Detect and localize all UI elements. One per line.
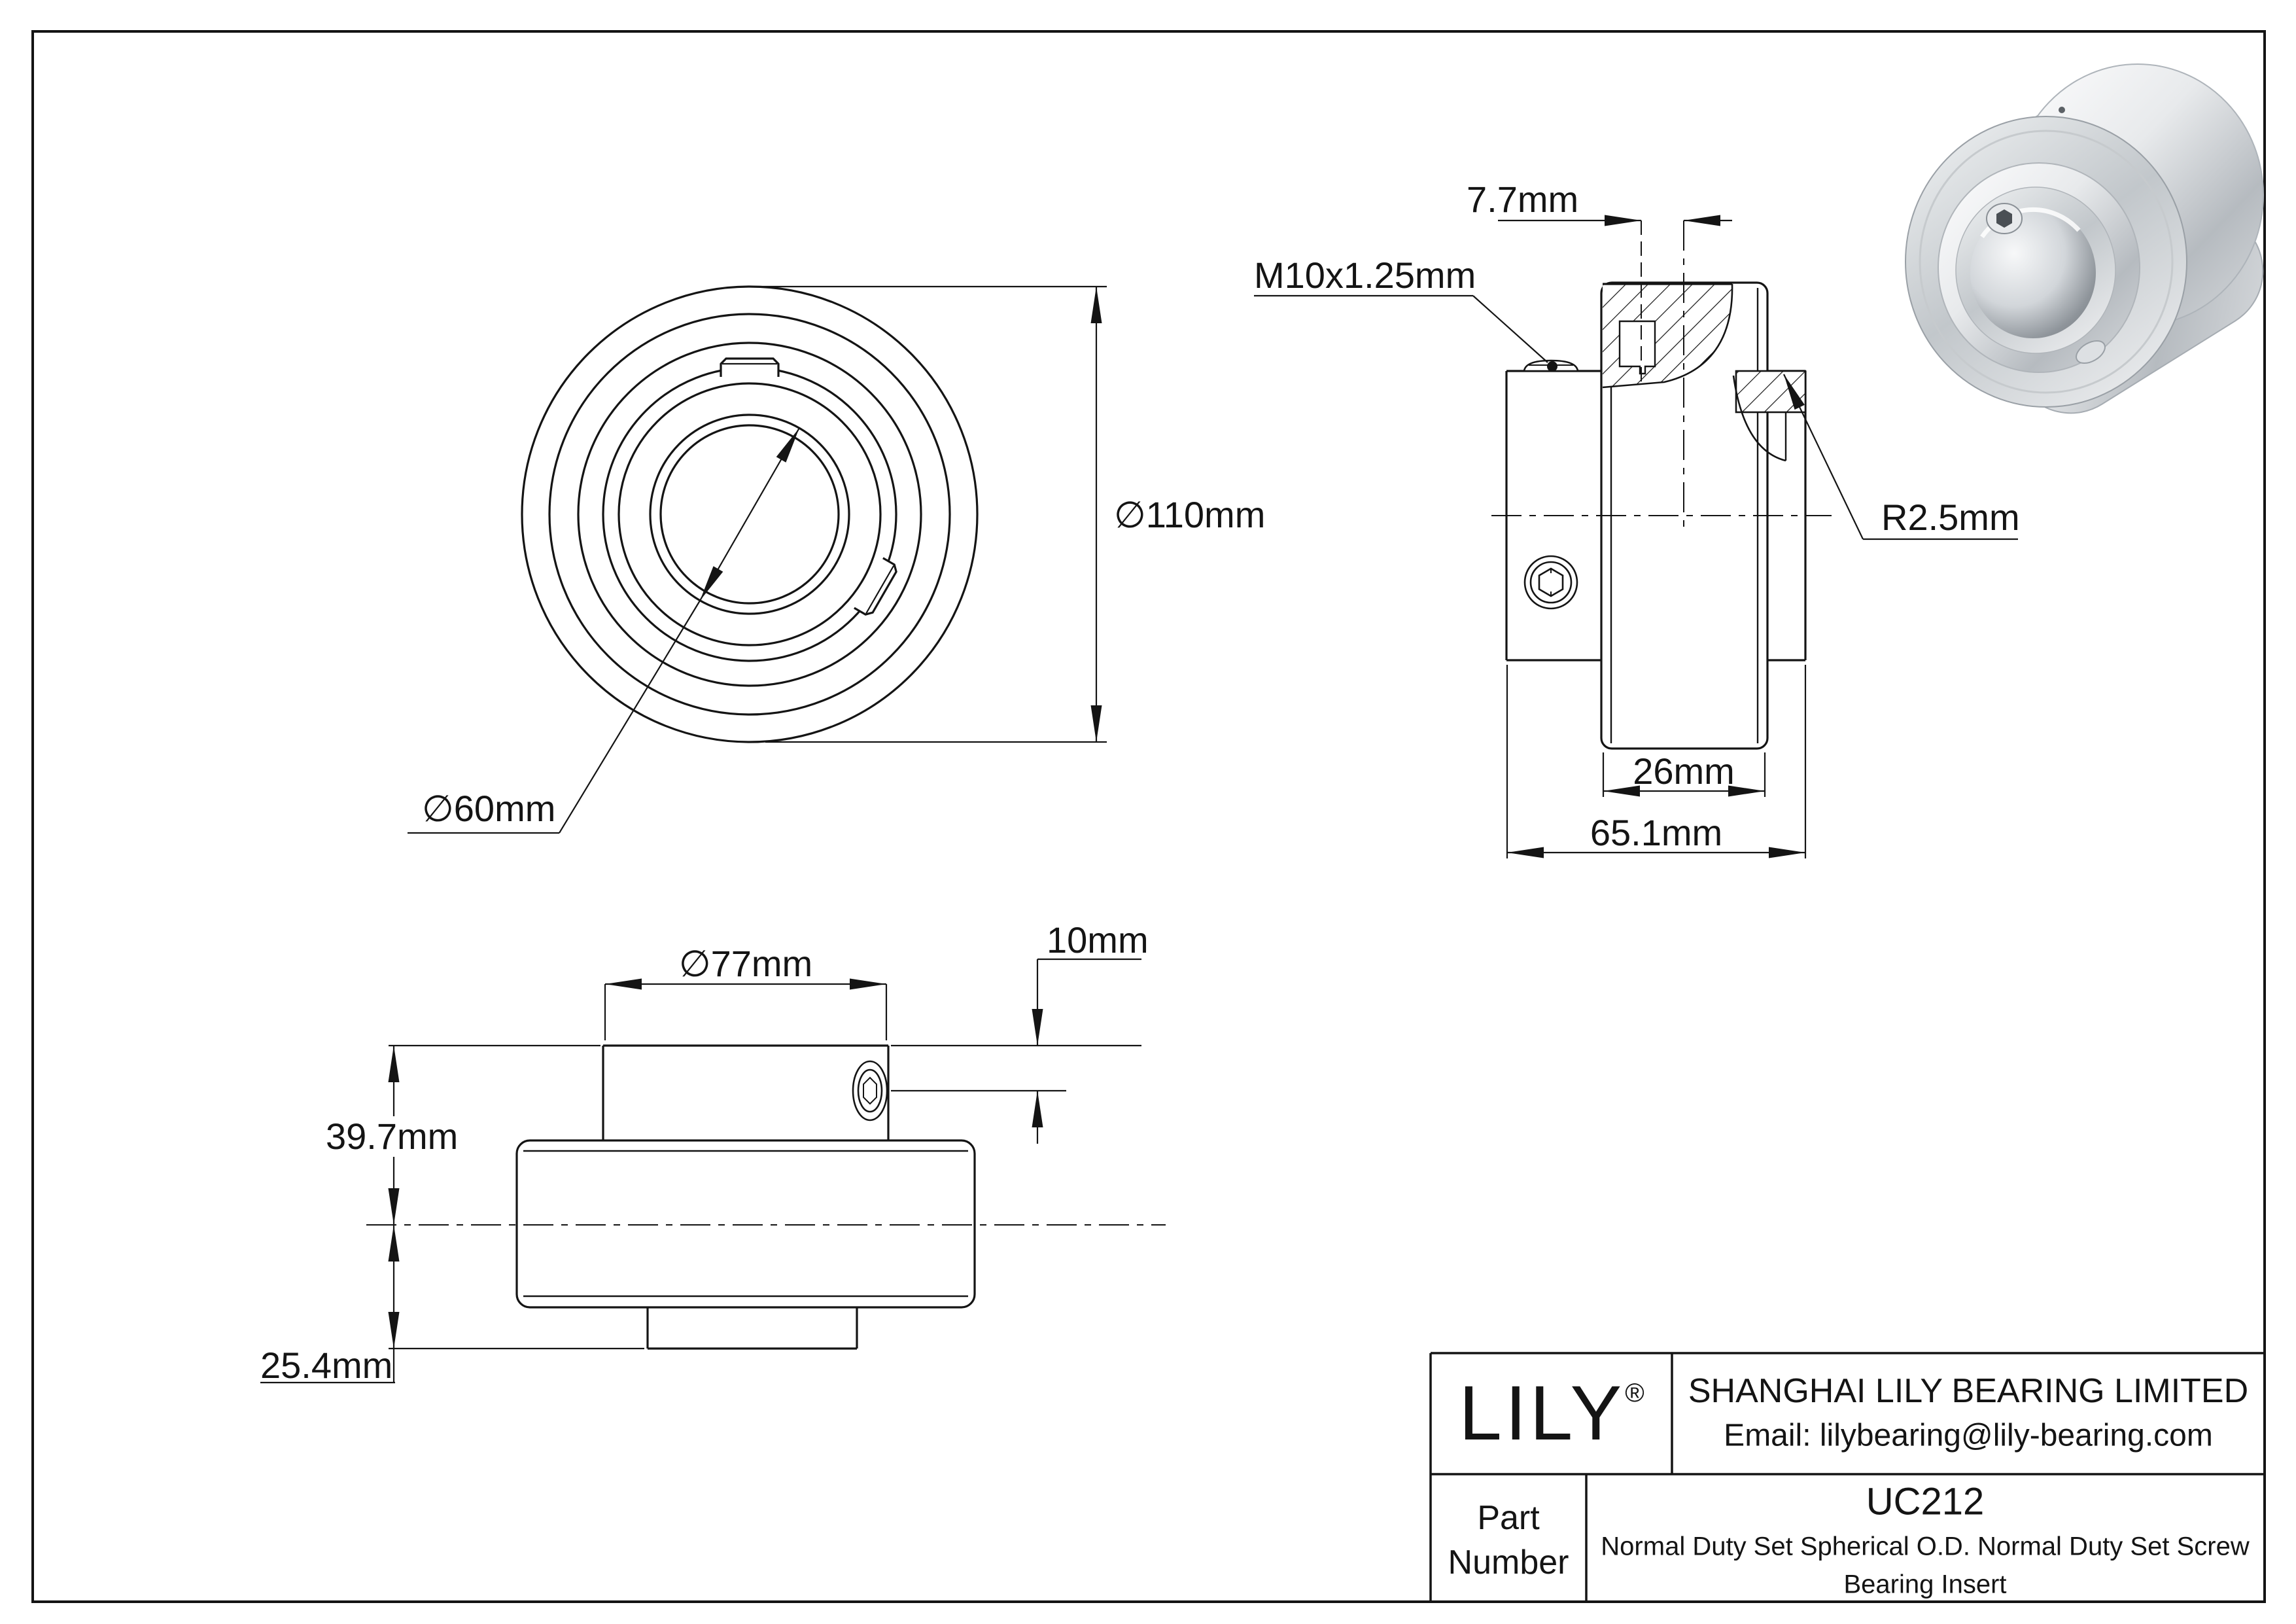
hub-upper xyxy=(602,1044,890,1140)
company-email: Email: lilybearing@lily-bearing.com xyxy=(1724,1418,2213,1453)
dim-label-60: ∅60mm xyxy=(422,788,556,829)
set-screw-top xyxy=(1523,359,1579,372)
dim-26 xyxy=(1602,752,1766,797)
bearing-3d-render xyxy=(1905,63,2264,414)
dim-label-25-4: 25.4mm xyxy=(260,1345,393,1386)
dim-label-r2-5: R2.5mm xyxy=(1881,497,2020,538)
partial-section-cutaway xyxy=(1602,283,1733,389)
part-label-line1: Part xyxy=(1477,1499,1540,1537)
dim-39-7 xyxy=(388,1044,600,1225)
front-view xyxy=(408,285,1107,834)
screw-hole-slot xyxy=(1618,320,1656,375)
dim-65-1 xyxy=(1506,665,1807,858)
part-number: UC212 xyxy=(1866,1480,1985,1523)
set-screw-boss-top xyxy=(720,357,780,377)
fillet-section xyxy=(1732,370,1807,462)
leader-r2-5 xyxy=(1783,374,2018,540)
side-view xyxy=(260,958,1166,1384)
dim-label-10: 10mm xyxy=(1047,919,1149,961)
dim-label-7-7: 7.7mm xyxy=(1467,179,1579,220)
dim-label-65-1: 65.1mm xyxy=(1590,812,1723,853)
bore xyxy=(1970,207,2096,338)
dim-25-4 xyxy=(260,1225,644,1384)
dim-label-77: ∅77mm xyxy=(678,943,813,984)
dim-label-39-7: 39.7mm xyxy=(326,1116,459,1157)
centerlines xyxy=(1491,221,1832,527)
part-description-line1: Normal Duty Set Spherical O.D. Normal Du… xyxy=(1601,1532,2250,1561)
part-label-line2: Number xyxy=(1448,1544,1569,1581)
sheet-border xyxy=(31,30,2266,1603)
company-logo: LILY® xyxy=(1459,1370,1644,1456)
dim-110 xyxy=(752,285,1107,743)
dim-label-m10: M10x1.25mm xyxy=(1254,255,1476,296)
leader-m10 xyxy=(1254,294,1548,363)
part-description-line2: Bearing Insert xyxy=(1843,1570,2007,1599)
registered-mark: ® xyxy=(1625,1379,1644,1407)
dim-10 xyxy=(891,958,1141,1144)
set-screw-boss-120 xyxy=(854,557,897,616)
dim-label-26: 26mm xyxy=(1633,750,1735,792)
set-screw-side xyxy=(852,1060,888,1121)
section-view xyxy=(1254,215,2018,858)
company-name: SHANGHAI LILY BEARING LIMITED xyxy=(1688,1372,2249,1410)
dim-77 xyxy=(604,978,888,1040)
hex-socket-3d xyxy=(1986,203,2023,234)
outer-ring-side xyxy=(515,1139,976,1309)
dim-60 xyxy=(408,427,800,834)
second-screw-hint xyxy=(2076,340,2106,364)
hub-lower xyxy=(646,1307,858,1350)
title-block-grid xyxy=(1429,1352,2265,1602)
dim-label-110: ∅110mm xyxy=(1114,494,1266,535)
hex-socket-screw xyxy=(1523,555,1578,610)
